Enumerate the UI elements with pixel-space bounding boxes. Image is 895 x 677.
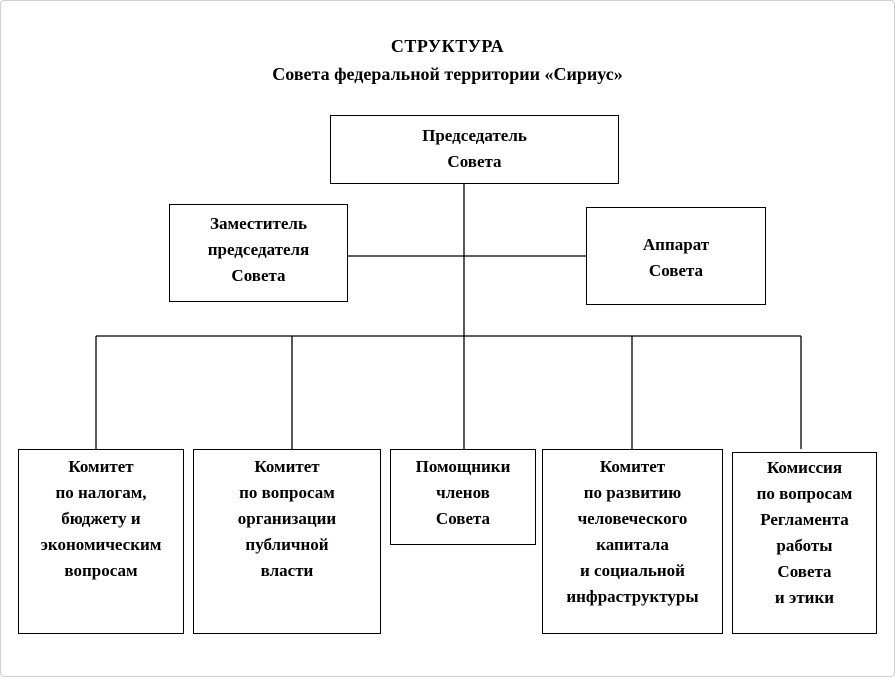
chart-subtitle: Совета федеральной территории «Сириус»: [272, 64, 623, 84]
unit-line: человеческого: [577, 509, 688, 528]
unit-line: по развитию: [583, 483, 682, 502]
unit-line: и социальной: [580, 561, 685, 580]
deputy-line: председателя: [207, 240, 310, 259]
unit-line: Комитет: [68, 457, 134, 476]
unit-line: по налогам,: [55, 483, 147, 502]
unit-line: Совета: [777, 562, 832, 581]
unit-line: экономическим: [40, 535, 162, 554]
unit-line: инфраструктуры: [566, 587, 699, 606]
apparatus-line: Совета: [648, 261, 704, 280]
deputy-box: Заместитель председателя Совета: [169, 204, 348, 302]
unit-line: работы: [776, 536, 833, 555]
unit-line: Комиссия: [766, 458, 843, 477]
unit-line: власти: [260, 561, 314, 580]
apparatus-line: Аппарат: [642, 235, 710, 254]
unit-line: членов: [436, 483, 490, 502]
unit-line: вопросам: [64, 561, 138, 580]
unit-line: и этики: [774, 588, 835, 607]
unit-line: Регламента: [760, 510, 849, 529]
chairman-box: Председатель Совета: [330, 115, 619, 184]
chairman-line: Совета: [447, 152, 502, 171]
unit-line: Совета: [435, 509, 491, 528]
committee-budget-box: Комитет по налогам, бюджету и экономичес…: [18, 449, 184, 634]
unit-line: организации: [237, 509, 337, 528]
unit-line: Помощники: [415, 457, 511, 476]
committee-public-power-box: Комитет по вопросам организации публично…: [193, 449, 381, 634]
chairman-line: Председатель: [422, 126, 527, 145]
deputy-line: Заместитель: [210, 214, 307, 233]
unit-line: публичной: [245, 535, 329, 554]
unit-line: Комитет: [599, 457, 666, 476]
apparatus-box: Аппарат Совета: [586, 207, 766, 305]
unit-line: бюджету и: [61, 509, 141, 528]
unit-line: по вопросам: [756, 484, 853, 503]
unit-line: капитала: [596, 535, 669, 554]
unit-line: Комитет: [254, 457, 320, 476]
commission-regulations-box: Комиссия по вопросам Регламента работы С…: [732, 452, 877, 634]
deputy-line: Совета: [231, 266, 286, 285]
assistants-box: Помощники членов Совета: [390, 449, 536, 545]
unit-line: по вопросам: [239, 483, 335, 502]
committee-human-capital-box: Комитет по развитию человеческого капита…: [542, 449, 723, 634]
chart-title: СТРУКТУРА: [390, 36, 505, 56]
